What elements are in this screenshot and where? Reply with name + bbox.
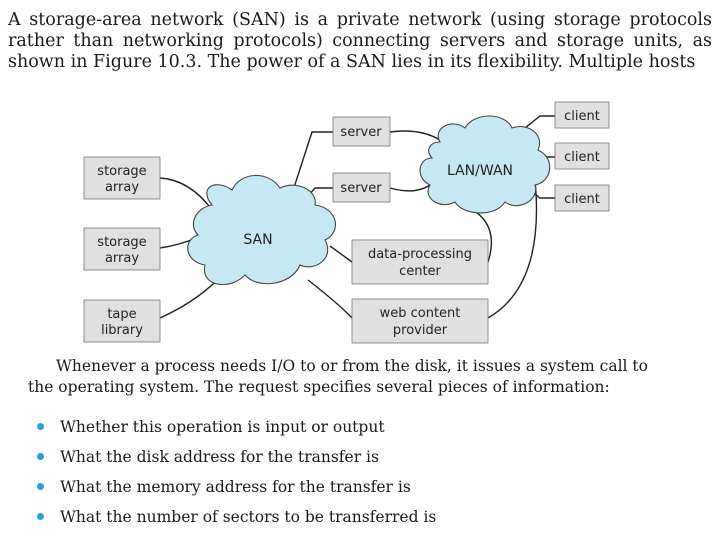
- list-item: Whether this operation is input or outpu…: [28, 412, 436, 442]
- server-2: server: [332, 172, 391, 203]
- client-3: client: [554, 184, 610, 212]
- list-item: What the memory address for the transfer…: [28, 472, 436, 502]
- svg-text:storage: storage: [97, 235, 146, 250]
- lan-wan-cloud: [419, 115, 551, 214]
- lan-wan-label: LAN/WAN: [447, 163, 513, 179]
- bullet-icon: [37, 513, 44, 520]
- svg-text:library: library: [101, 323, 143, 338]
- san-diagram: SAN LAN/WAN storage array storage array …: [83, 101, 610, 344]
- storage-array-1: storage array: [83, 156, 161, 200]
- intro-line-2: rather than networking protocols) connec…: [8, 31, 712, 51]
- svg-text:center: center: [399, 264, 441, 279]
- storage-array-2: storage array: [83, 227, 161, 271]
- intro-paragraph: A storage-area network (SAN) is a privat…: [8, 10, 712, 73]
- svg-text:storage: storage: [97, 164, 146, 179]
- bullet-icon: [37, 423, 44, 430]
- intro-line-3: shown in Figure 10.3. The power of a SAN…: [8, 52, 696, 72]
- info-bullet-list: Whether this operation is input or outpu…: [28, 412, 436, 532]
- client-2: client: [554, 142, 610, 170]
- web-content-provider: web content provider: [351, 298, 489, 344]
- svg-text:server: server: [340, 125, 382, 140]
- svg-text:client: client: [564, 150, 600, 165]
- body-paragraph: Whenever a process needs I/O to or from …: [28, 356, 648, 398]
- svg-text:web content: web content: [380, 306, 461, 321]
- svg-text:client: client: [564, 192, 600, 207]
- svg-text:data-processing: data-processing: [368, 247, 472, 262]
- san-label: SAN: [243, 232, 272, 248]
- server-1: server: [332, 116, 391, 147]
- list-item: What the disk address for the transfer i…: [28, 442, 436, 472]
- intro-line-1: A storage-area network (SAN) is a privat…: [8, 10, 712, 30]
- svg-text:array: array: [105, 180, 139, 195]
- tape-library: tape library: [83, 299, 161, 343]
- bullet-icon: [37, 483, 44, 490]
- client-1: client: [554, 101, 610, 129]
- body-line-1: Whenever a process needs I/O to or from …: [56, 357, 648, 375]
- san-cloud: [187, 174, 336, 285]
- svg-text:client: client: [564, 109, 600, 124]
- bullet-icon: [37, 453, 44, 460]
- list-item: What the number of sectors to be transfe…: [28, 502, 436, 532]
- svg-text:tape: tape: [107, 307, 136, 322]
- svg-text:server: server: [340, 181, 382, 196]
- svg-text:provider: provider: [393, 323, 448, 338]
- svg-text:array: array: [105, 251, 139, 266]
- data-processing-center: data-processing center: [351, 239, 489, 285]
- body-line-2: the operating system. The request specif…: [28, 378, 610, 396]
